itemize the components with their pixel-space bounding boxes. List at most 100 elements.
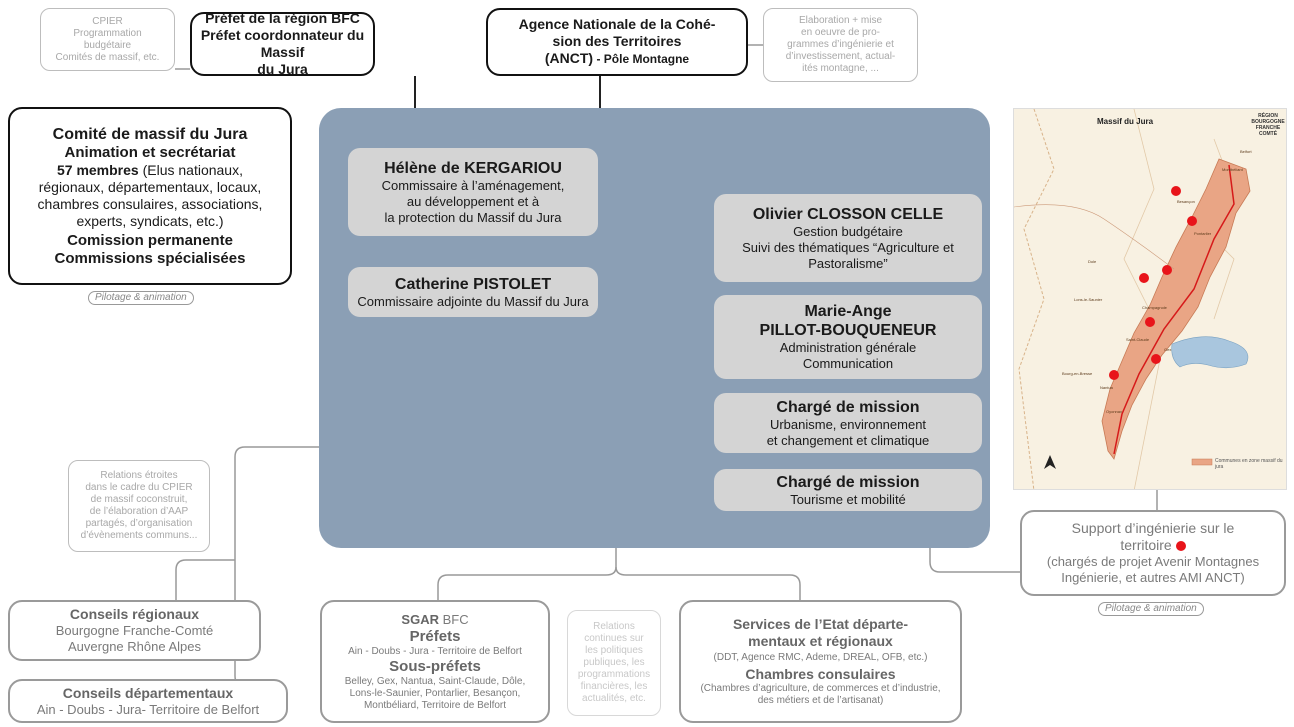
anct-line: (ANCT): [544, 50, 594, 66]
anct-line: sion des Territoires: [552, 33, 682, 49]
pillot-name: Marie-Ange: [804, 303, 892, 320]
sgar-prefets-line: Ain - Doubs - Jura - Territoire de Belfo…: [348, 645, 522, 657]
cpier-box: CPIER Programmation budgétaire Comités d…: [40, 8, 175, 71]
map-city-label: Lons-le-Saunier: [1074, 297, 1103, 302]
conseils-departementaux-line: Ain - Doubs - Jura- Territoire de Belfor…: [36, 701, 260, 717]
closson-role: Gestion budgétaire: [793, 223, 903, 239]
map-region-label: RÉGION BOURGOGNE FRANCHE COMTÉ: [1250, 113, 1286, 137]
support-detail: (chargés de projet Avenir Montagnes: [1046, 554, 1260, 569]
charge-urbanisme-card: Chargé de mission Urbanisme, environneme…: [714, 393, 982, 453]
relations-continues-line: programmations: [577, 669, 651, 680]
relations-line: de l’élaboration d’AAP: [89, 506, 189, 517]
elaboration-line: en oeuvre de pro-: [801, 27, 880, 38]
conseils-regionaux-title: Conseils régionaux: [69, 606, 200, 622]
conseils-regionaux-box: Conseils régionaux Bourgogne Franche-Com…: [8, 600, 261, 661]
support-line: territoire: [1120, 537, 1172, 553]
map-city-label: Gex: [1164, 347, 1172, 352]
charge-urbanisme-role: et changement et climatique: [766, 432, 930, 448]
map-region-line: COMTÉ: [1258, 131, 1278, 137]
pistolet-card: Catherine PISTOLET Commissaire adjointe …: [348, 267, 598, 317]
support-line: Support d’ingénierie sur le: [1071, 520, 1235, 536]
prefet-line: Préfet de la région BFC: [205, 10, 360, 26]
pilotage-pill-left: Pilotage & animation: [88, 291, 194, 305]
relations-continues-line: financières, les: [580, 681, 648, 692]
comite-title: Comité de massif du Jura: [52, 125, 248, 143]
anct-pole: - Pôle Montagne: [593, 52, 690, 66]
map-region-line: BOURGOGNE: [1251, 119, 1285, 125]
charge-tourisme-card: Chargé de mission Tourisme et mobilité: [714, 469, 982, 511]
cpier-line: CPIER: [92, 15, 123, 27]
map-region-line: FRANCHE: [1255, 125, 1281, 131]
comite-line: experts, syndicats, etc.): [76, 212, 224, 229]
map-city-label: Pontarlier: [1194, 231, 1212, 236]
closson-role: Pastoralisme”: [808, 255, 888, 271]
comite-line: régionaux, départementaux, locaux,: [38, 178, 262, 195]
anct-box: Agence Nationale de la Cohé- sion des Te…: [486, 8, 748, 76]
map-city-label: Besançon: [1177, 199, 1195, 204]
relations-continues-line: continues sur: [584, 633, 644, 644]
elaboration-line: Elaboration + mise: [798, 15, 883, 26]
prefet-line: du Jura: [257, 61, 308, 77]
map-city-label: Champagnole: [1142, 305, 1167, 310]
kergariou-role: au développement et à: [406, 193, 540, 209]
closson-role: Suivi des thématiques “Agriculture et: [742, 239, 954, 255]
conseils-departementaux-title: Conseils départementaux: [62, 684, 234, 701]
map-city-label: Bourg-en-Bresse: [1062, 371, 1093, 376]
relations-continues-line: Relations: [593, 621, 635, 632]
charge-tourisme-name: Chargé de mission: [776, 473, 920, 491]
connector-sgar: [437, 548, 617, 600]
relations-continues-line: publiques, les: [583, 657, 645, 668]
conseils-departementaux-box: Conseils départementaux Ain - Doubs - Ju…: [8, 679, 288, 723]
conseils-regionaux-line: Auvergne Rhône Alpes: [68, 639, 201, 654]
relations-box: Relations étroites dans le cadre du CPIE…: [68, 460, 210, 552]
kergariou-card: Hélène de KERGARIOU Commissaire à l’amén…: [348, 148, 598, 236]
north-arrow-icon: [1044, 455, 1056, 469]
pillot-name: PILLOT-BOUQUENEUR: [759, 322, 937, 339]
chambres-title: Chambres consulaires: [745, 666, 896, 682]
map-dots: [1109, 186, 1197, 380]
sgar-region: BFC: [438, 611, 469, 627]
connector-services: [615, 566, 801, 600]
sgar-prefets-title: Préfets: [409, 627, 461, 645]
comite-specialisees: Commissions spécialisées: [54, 249, 246, 267]
cpier-line: budgétaire: [83, 39, 132, 51]
lac-leman-shape: [1171, 336, 1249, 369]
relations-continues-box: Relations continues sur les politiques p…: [567, 610, 661, 716]
map-title: Massif du Jura: [1097, 117, 1154, 126]
comite-subtitle: Animation et secrétariat: [64, 143, 236, 161]
services-sub: (DDT, Agence RMC, Ademe, DREAL, OFB, etc…: [713, 652, 928, 663]
chambres-line: des métiers et de l’artisanat): [757, 695, 884, 706]
sgar-sous-prefets-line: Belley, Gex, Nantua, Saint-Claude, Dôle,: [344, 675, 526, 687]
pillot-role: Communication: [802, 356, 894, 371]
comite-permanente: Comission permanente: [67, 231, 233, 249]
map-city-label: Dole: [1088, 259, 1097, 264]
comite-members-count: 57 membres: [56, 161, 139, 178]
elaboration-line: ités montagne, ...: [802, 63, 879, 74]
cpier-line: Comités de massif, etc.: [55, 51, 160, 63]
sgar-sous-prefets-line: Lons-le-Saunier, Pontarlier, Besançon,: [349, 687, 521, 699]
map-graphic: [1014, 109, 1286, 489]
support-detail: Ingénierie, et autres AMI ANCT): [1061, 570, 1245, 585]
sgar-sous-prefets-title: Sous-préfets: [389, 657, 481, 675]
closson-card: Olivier CLOSSON CELLE Gestion budgétaire…: [714, 194, 982, 282]
connector-support: [929, 548, 1020, 573]
map-city-label: Belfort: [1240, 149, 1252, 154]
charge-urbanisme-name: Chargé de mission: [776, 398, 920, 416]
kergariou-role: Commissaire à l’aménagement,: [381, 177, 565, 193]
charge-urbanisme-role: Urbanisme, environnement: [769, 416, 927, 432]
pistolet-role: Commissaire adjointe du Massif du Jura: [357, 293, 589, 309]
relations-continues-line: actualités, etc.: [582, 693, 646, 704]
prefet-box: Préfet de la région BFC Préfet coordonna…: [190, 10, 375, 77]
relations-line: partagés, d’organisation: [85, 518, 193, 529]
elaboration-line: d’investissement, actual-: [785, 51, 896, 62]
relations-continues-line: les politiques: [585, 645, 643, 656]
relations-line: de massif coconstruit,: [90, 494, 188, 505]
red-dot-icon: [1175, 541, 1186, 552]
sgar-box: SGAR BFC Préfets Ain - Doubs - Jura - Te…: [320, 600, 550, 723]
sgar-title: SGAR: [401, 611, 439, 627]
massif-jura-map: Massif du Jura RÉGION BOURGOGNE FRANCHE …: [1013, 108, 1287, 490]
cpier-line: Programmation: [73, 27, 142, 39]
comite-members-text: (Elus nationaux,: [138, 161, 243, 178]
chambres-line: (Chambres d’agriculture, de commerces et…: [700, 683, 941, 694]
pillot-card: Marie-Ange PILLOT-BOUQUENEUR Administrat…: [714, 295, 982, 379]
